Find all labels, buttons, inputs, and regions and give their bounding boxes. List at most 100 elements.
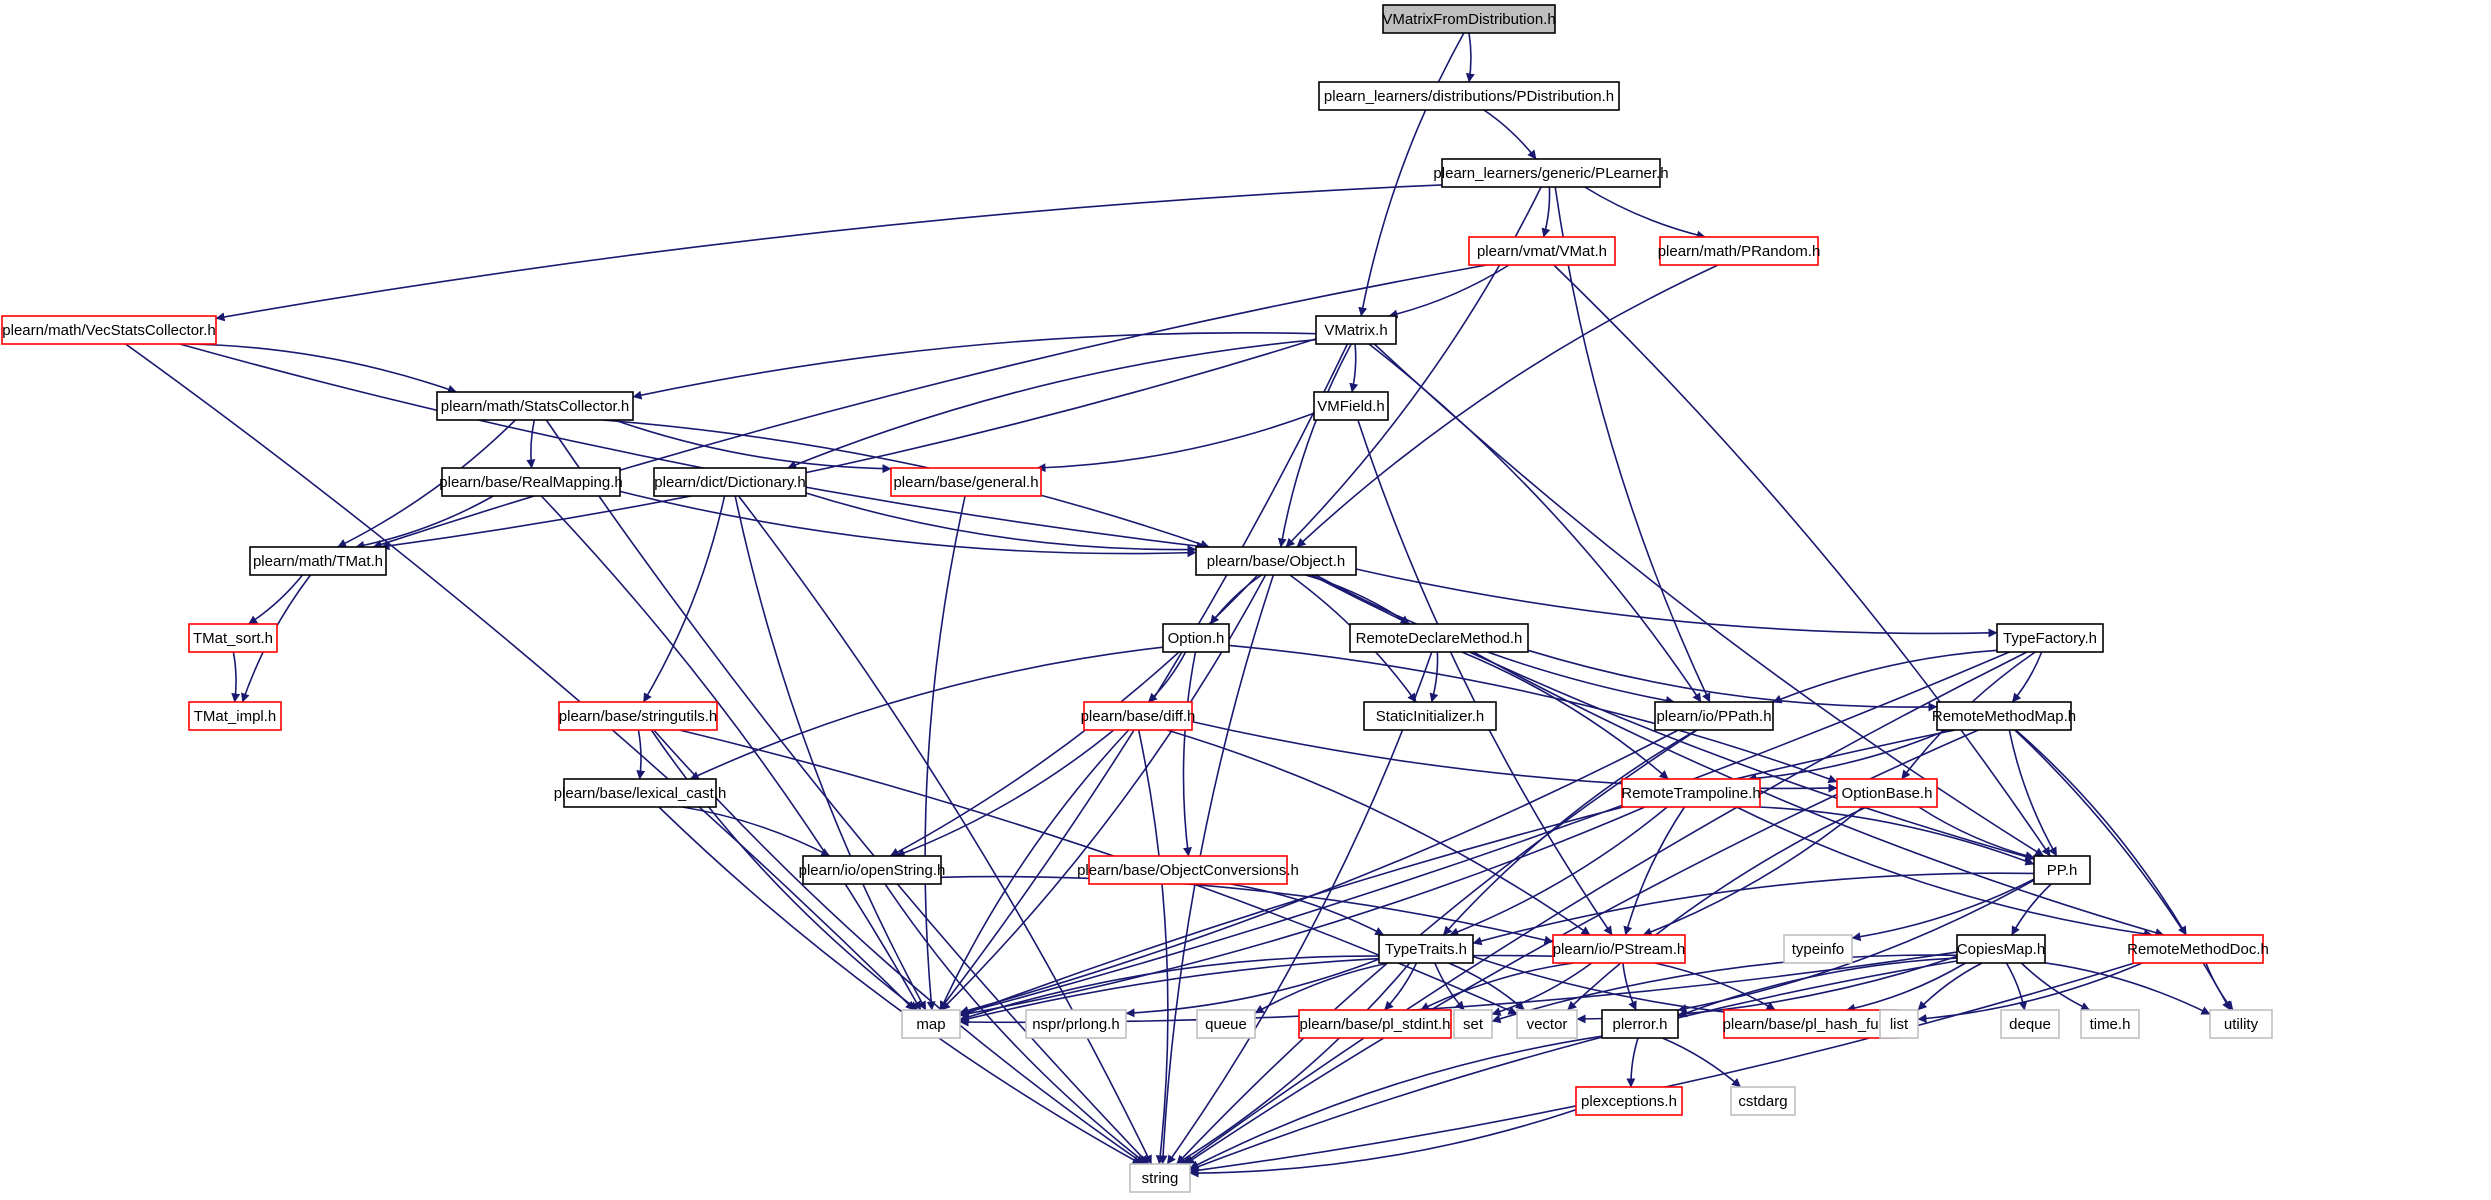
node-pstream[interactable]: plearn/io/PStream.h xyxy=(1552,934,1686,964)
node-stringutils[interactable]: plearn/base/stringutils.h xyxy=(558,701,718,731)
node-typetraits[interactable]: TypeTraits.h xyxy=(1378,934,1474,964)
edge-line xyxy=(1846,962,1966,1013)
node-remotemethodmap[interactable]: RemoteMethodMap.h xyxy=(1932,701,2076,731)
edge-line xyxy=(1584,186,1706,240)
edge-line xyxy=(1626,1037,1639,1088)
node-box xyxy=(1836,778,1938,808)
node-openstring[interactable]: plearn/io/openString.h xyxy=(799,855,946,885)
node-root[interactable]: VMatrixFromDistribution.h xyxy=(1382,4,1556,34)
node-objconv[interactable]: plearn/base/ObjectConversions.h xyxy=(1077,855,1299,885)
edge-option-to-diff xyxy=(1147,651,1187,703)
edge-line xyxy=(959,729,1679,1015)
edge-line xyxy=(179,343,1206,551)
node-vmat[interactable]: plearn/vmat/VMat.h xyxy=(1468,236,1616,266)
edge-line xyxy=(1623,806,1686,936)
node-remotemethoddoc[interactable]: RemoteMethodDoc.h xyxy=(2127,934,2269,964)
node-box xyxy=(1516,1009,1578,1039)
edge-remotemethodmap-to-pp xyxy=(2008,729,2058,857)
edge-dict-to-stringutils xyxy=(642,495,726,703)
node-vmatrix[interactable]: VMatrix.h xyxy=(1315,315,1397,345)
edge-line xyxy=(614,419,892,474)
edge-vecstats-to-object xyxy=(179,343,1206,551)
edge-line xyxy=(1472,651,2165,937)
node-general[interactable]: plearn/base/general.h xyxy=(890,467,1042,497)
edge-line xyxy=(1434,962,1465,1011)
node-box xyxy=(1783,934,1853,964)
node-pp[interactable]: PP.h xyxy=(2033,855,2091,885)
node-label: CopiesMap.h xyxy=(1957,941,2045,958)
node-box xyxy=(1723,1009,1899,1039)
node-pdist[interactable]: plearn_learners/distributions/PDistribut… xyxy=(1318,81,1620,111)
edge-line xyxy=(1355,568,1998,638)
node-diff[interactable]: plearn/base/diff.h xyxy=(1081,701,1196,731)
node-vecstats[interactable]: plearn/math/VecStatsCollector.h xyxy=(1,315,217,345)
edge-layer xyxy=(125,32,2234,1178)
edge-copiesmap-to-string xyxy=(1189,960,1958,1171)
node-label: StaticInitializer.h xyxy=(1376,708,1484,725)
edge-statscol-to-string xyxy=(545,419,1150,1165)
node-box xyxy=(249,546,387,576)
edge-plerror-to-cstdarg xyxy=(1662,1037,1742,1088)
edge-tmatsort-to-tmatimpl xyxy=(231,651,241,703)
node-label: plearn/io/openString.h xyxy=(799,862,946,879)
node-optionbase[interactable]: OptionBase.h xyxy=(1836,778,1938,808)
node-plerror[interactable]: plerror.h xyxy=(1601,1009,1679,1039)
edge-line xyxy=(1851,878,2035,942)
node-plhashfun[interactable]: plearn/base/pl_hash_fun.h xyxy=(1723,1009,1900,1039)
node-box xyxy=(563,778,717,808)
edge-line xyxy=(355,495,494,550)
edge-line xyxy=(1349,343,1359,393)
node-tmatsort[interactable]: TMat_sort.h xyxy=(188,623,278,653)
node-option[interactable]: Option.h xyxy=(1162,623,1230,653)
edge-diff-to-openstring xyxy=(895,729,1115,858)
node-box xyxy=(1621,778,1761,808)
node-plexceptions[interactable]: plexceptions.h xyxy=(1575,1086,1683,1116)
node-typefactory[interactable]: TypeFactory.h xyxy=(1996,623,2104,653)
edge-realmap-to-object xyxy=(619,490,1197,558)
edge-line xyxy=(2020,962,2091,1011)
edge-typefactory-to-remotemethodmap xyxy=(2011,651,2043,703)
node-ppath[interactable]: plearn/io/PPath.h xyxy=(1654,701,1774,731)
node-box xyxy=(1025,1009,1127,1039)
edge-line xyxy=(1125,958,1380,1018)
node-remotetramp[interactable]: RemoteTrampoline.h xyxy=(1621,778,1761,808)
edge-line xyxy=(1182,651,2028,1165)
node-vmfield[interactable]: VMField.h xyxy=(1313,391,1389,421)
node-realmap[interactable]: plearn/base/RealMapping.h xyxy=(439,467,623,497)
node-box xyxy=(1083,701,1193,731)
edge-vmatrix-to-vmfield xyxy=(1349,343,1359,393)
edge-vmatrix-to-map xyxy=(938,343,1349,1011)
node-prandom[interactable]: plearn/math/PRandom.h xyxy=(1658,236,1821,266)
node-copiesmap[interactable]: CopiesMap.h xyxy=(1956,934,2046,964)
node-box xyxy=(802,855,942,885)
node-statscol[interactable]: plearn/math/StatsCollector.h xyxy=(436,391,634,421)
node-remotedecl[interactable]: RemoteDeclareMethod.h xyxy=(1349,623,1529,653)
node-tmat[interactable]: plearn/math/TMat.h xyxy=(249,546,387,576)
node-nsprlong: nspr/prlong.h xyxy=(1025,1009,1127,1039)
node-staticinit[interactable]: StaticInitializer.h xyxy=(1363,701,1497,731)
edge-line xyxy=(1189,1035,1603,1170)
node-label: deque xyxy=(2009,1016,2051,1033)
edge-line xyxy=(1622,962,1637,1011)
edge-line xyxy=(2005,962,2028,1011)
edge-line xyxy=(1491,962,1593,1016)
edge-line xyxy=(1736,806,2153,939)
node-box xyxy=(653,467,807,497)
node-label: plearn_learners/distributions/PDistribut… xyxy=(1324,88,1614,105)
node-plstdint[interactable]: plearn/base/pl_stdint.h xyxy=(1298,1009,1452,1039)
node-dict[interactable]: plearn/dict/Dictionary.h xyxy=(653,467,807,497)
node-lexicalcast[interactable]: plearn/base/lexical_cast.h xyxy=(554,778,727,808)
node-label: VMatrixFromDistribution.h xyxy=(1382,11,1555,28)
edge-typetraits-to-set xyxy=(1434,962,1465,1011)
edge-line xyxy=(1315,574,1675,705)
node-label: typeinfo xyxy=(1792,941,1845,958)
edge-line xyxy=(689,646,1164,780)
node-tmatimpl[interactable]: TMat_impl.h xyxy=(188,701,282,731)
edge-line xyxy=(601,419,1210,549)
node-object[interactable]: plearn/base/Object.h xyxy=(1195,546,1357,576)
node-plearner[interactable]: plearn_learners/generic/PLearner.h xyxy=(1433,158,1669,188)
edge-vmatrix-to-dict xyxy=(787,338,1317,469)
edge-line xyxy=(1254,962,1389,1014)
node-box xyxy=(188,701,282,731)
node-label: utility xyxy=(2224,1016,2259,1033)
